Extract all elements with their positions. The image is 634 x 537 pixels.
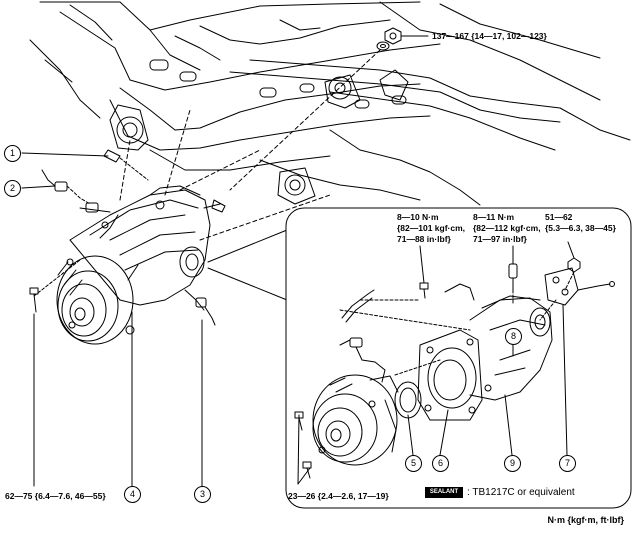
mounting-bolt-left: [29, 259, 81, 313]
units-note: N·m {kgf·m, ft·lbf}: [547, 515, 625, 525]
torque-label-top-nut: 137—167 {14—17, 102—123}: [432, 31, 547, 41]
callout-3: 3: [194, 486, 211, 503]
torque-label-51-62-kgfm: {5.3—6.3, 38—45}: [545, 223, 616, 233]
differential-assembly: [41, 169, 226, 345]
detail-coupling: [312, 374, 399, 466]
callout-1: 1: [4, 145, 21, 162]
callout-4: 4: [124, 486, 141, 503]
sealant-badge: SEALANT: [425, 487, 463, 498]
callout-9: 9: [504, 455, 521, 472]
callout-5: 5: [405, 455, 422, 472]
sealant-note: : TB1217C or equivalent: [467, 487, 575, 498]
detail-gasket-plate: [417, 329, 483, 421]
torque-label-51-62: 51—62: [545, 212, 573, 222]
callout-6: 6: [432, 455, 449, 472]
torque-label-8-10-inlbf: 71—88 in·lbf}: [397, 234, 451, 244]
torque-label-detail-bolt: 23—26 {2.4—2.6, 17—19}: [288, 491, 389, 501]
torque-label-8-11-inlbf: 71—97 in·lbf}: [473, 234, 527, 244]
torque-label-left-bolt: 62—75 {6.4—7.6, 46—55}: [5, 491, 106, 501]
callout-8: 8: [505, 328, 522, 345]
top-washer: [376, 41, 390, 51]
callout-7: 7: [559, 455, 576, 472]
torque-label-8-10-kgfcm: {82—101 kgf·cm,: [397, 223, 466, 233]
torque-label-8-10-nm: 8—10 N·m: [397, 212, 439, 222]
callout-2: 2: [4, 180, 21, 197]
top-nut: [384, 27, 402, 45]
torque-label-8-11-nm: 8—11 N·m: [473, 212, 515, 222]
detail-bracket: [544, 267, 615, 306]
detail-housing: [469, 295, 553, 401]
detail-sensor: [339, 337, 386, 383]
torque-label-8-11-kgfcm: {82—112 kgf·cm,: [473, 223, 541, 233]
detail-bolts: [294, 411, 312, 479]
